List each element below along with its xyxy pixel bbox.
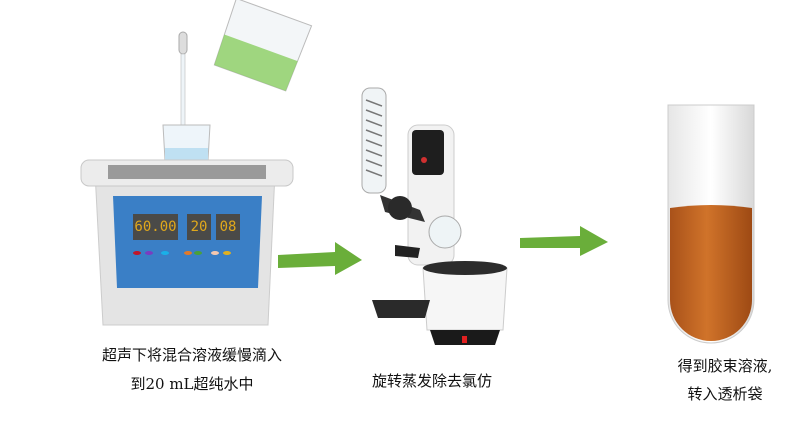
arrow-icon <box>520 226 608 256</box>
step1-caption-line2: 到20 mL超纯水中 <box>130 375 254 393</box>
bath-display-right: 08 <box>216 214 240 240</box>
step3-caption-line2: 转入透析袋 <box>687 385 763 403</box>
rotary-evaporator-icon <box>361 87 508 345</box>
beaker-icon <box>162 124 211 161</box>
test-tube-icon <box>667 104 755 344</box>
indicator-dots <box>133 251 231 255</box>
ultrasonic-bath-icon <box>80 159 294 326</box>
step1-caption-line1: 超声下将混合溶液缓慢滴入 <box>101 346 283 364</box>
pipette-icon <box>178 31 188 130</box>
bath-display-left: 20 <box>187 214 211 240</box>
step3-caption-line1: 得到胶束溶液, <box>677 357 773 375</box>
pouring-beaker-icon <box>213 0 313 92</box>
arrow-icon <box>278 242 362 275</box>
bath-display-main: 60.00 <box>133 214 178 240</box>
step2-caption: 旋转蒸发除去氯仿 <box>371 372 493 390</box>
